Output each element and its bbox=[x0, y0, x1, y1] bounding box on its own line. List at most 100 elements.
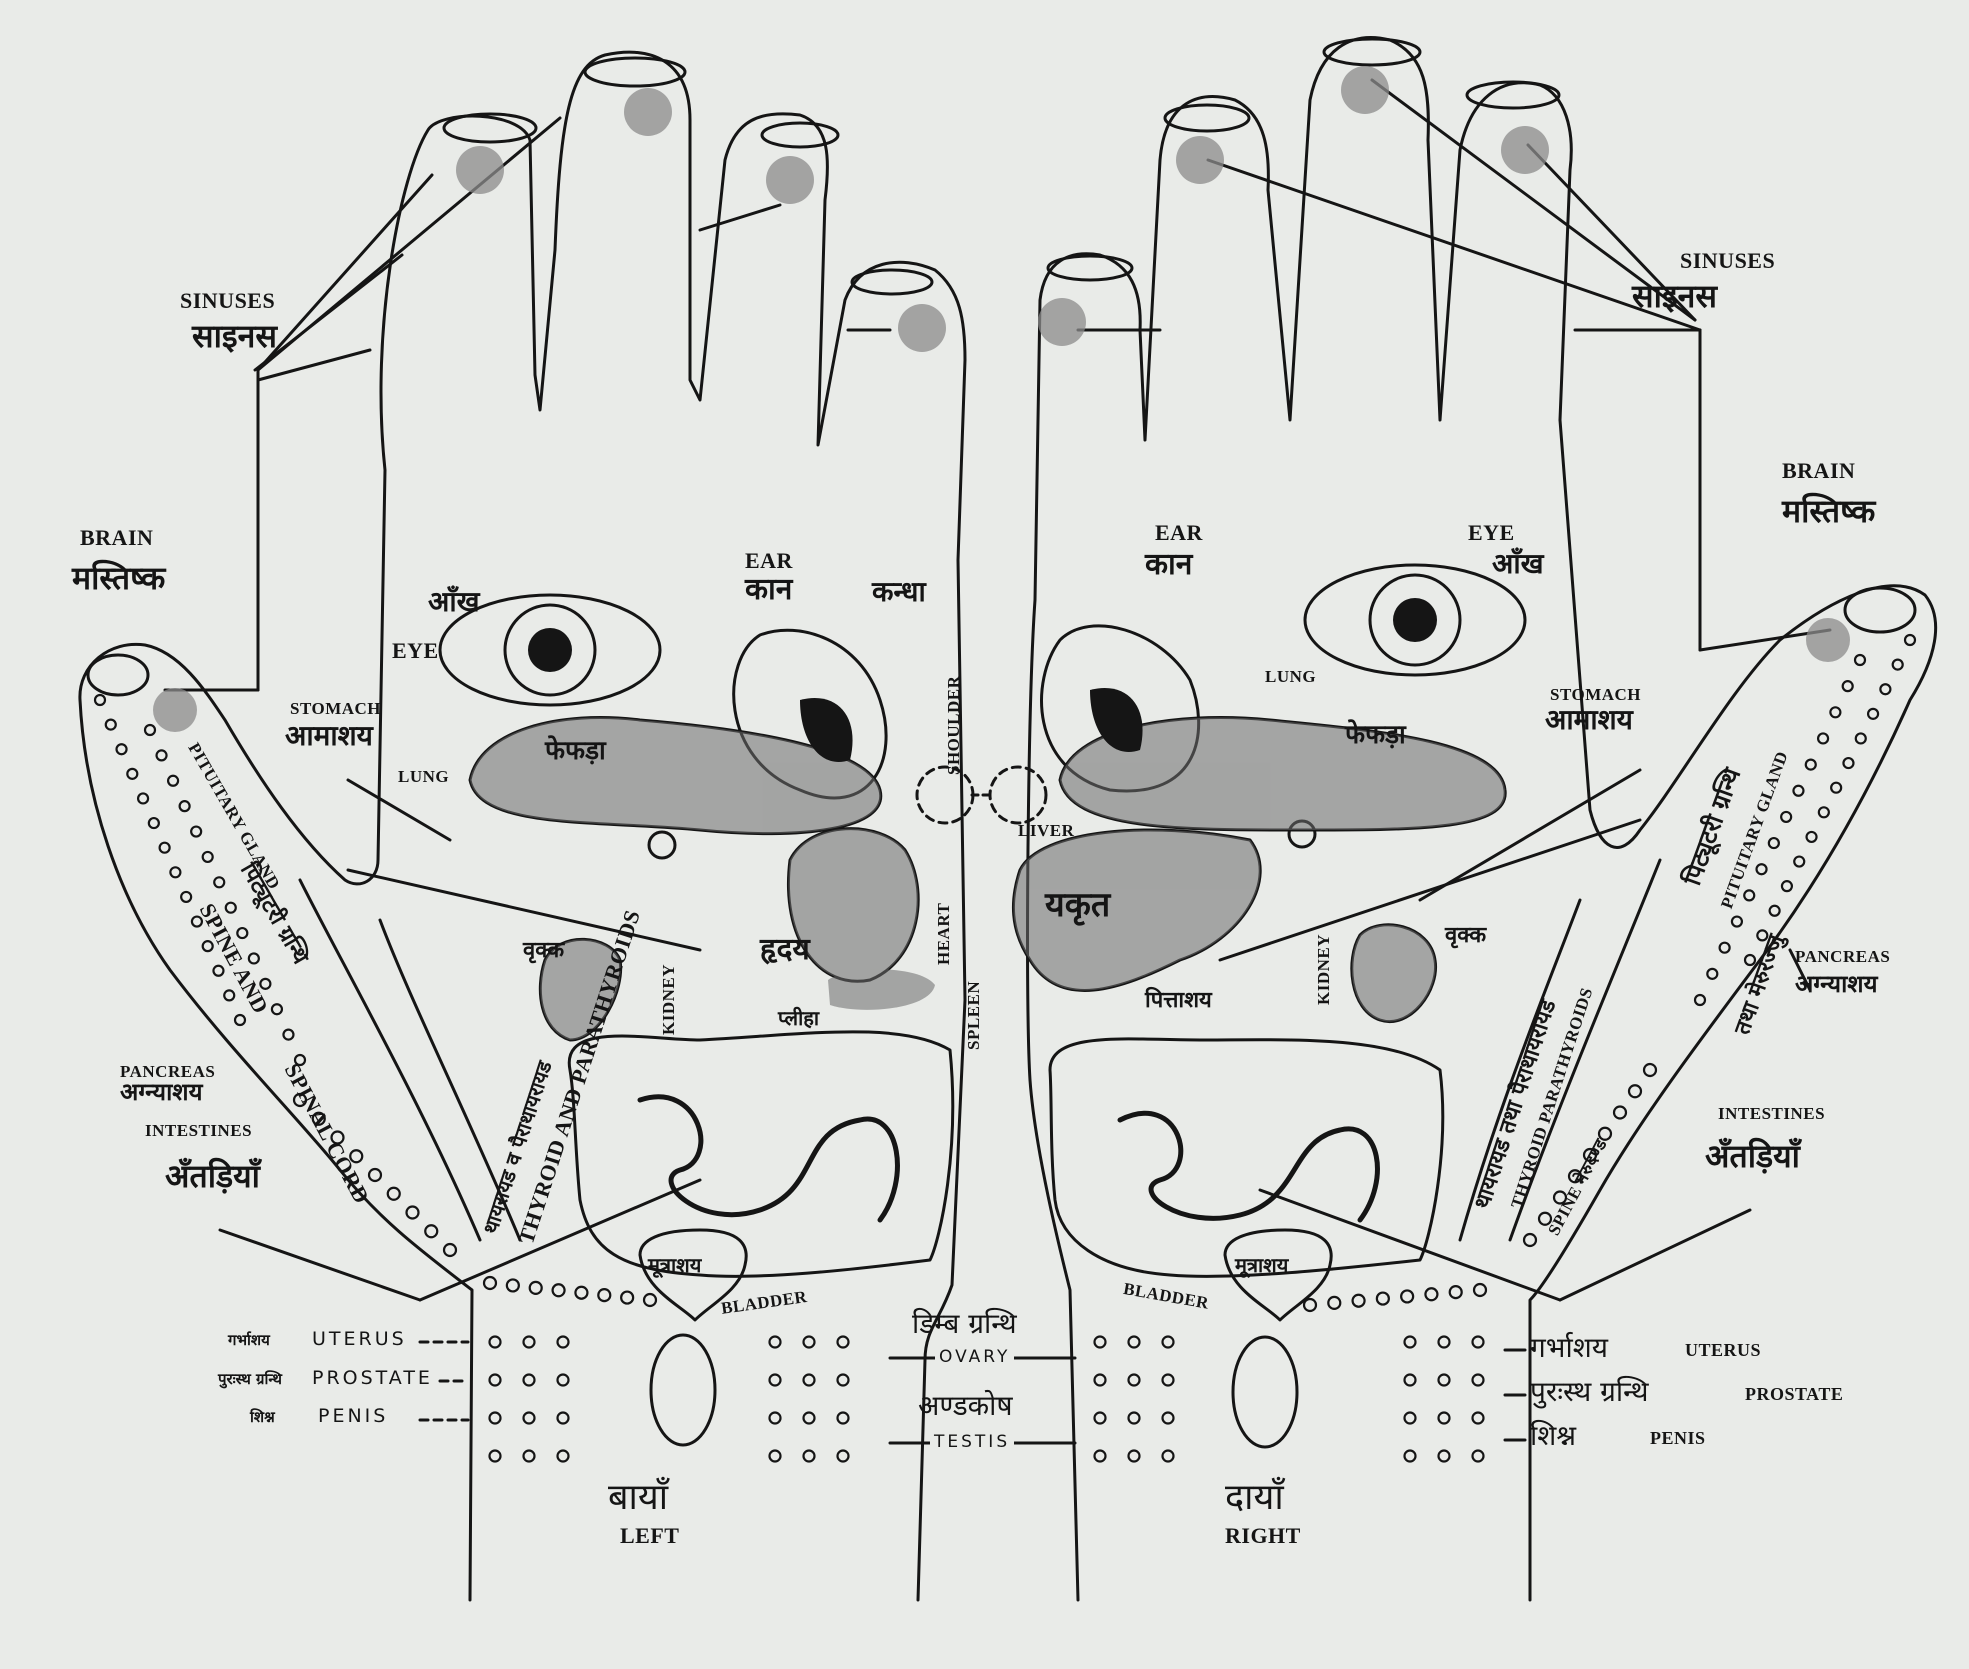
right-ear-label-en: EAR bbox=[1155, 522, 1203, 544]
left-ear-label-en: EAR bbox=[745, 550, 793, 572]
reflex-point bbox=[1405, 1375, 1416, 1386]
reflex-point bbox=[507, 1279, 519, 1291]
left-ear-label-hi: कान bbox=[745, 575, 792, 605]
reflex-point bbox=[1129, 1337, 1140, 1348]
reflex-point bbox=[1425, 1288, 1437, 1300]
reflex-point bbox=[170, 867, 180, 877]
reflex-point bbox=[214, 877, 224, 887]
right-eye-label-hi: आँख bbox=[1492, 550, 1544, 578]
right-liver-label-en: LIVER bbox=[1018, 822, 1074, 839]
right-brain-label-hi: मस्तिष्क bbox=[1782, 495, 1875, 527]
legend-right-uterus-en: UTERUS bbox=[1685, 1341, 1761, 1359]
reflex-point bbox=[1819, 807, 1829, 817]
reflex-point bbox=[1129, 1451, 1140, 1462]
reflex-point bbox=[1880, 684, 1890, 694]
reflex-point bbox=[1405, 1413, 1416, 1424]
reflex-point bbox=[117, 744, 127, 754]
reflex-point bbox=[558, 1451, 569, 1462]
reflex-point bbox=[145, 725, 155, 735]
reflex-point bbox=[838, 1413, 849, 1424]
legend-prostate-hi: पुरःस्थ ग्रन्थि bbox=[218, 1372, 282, 1387]
reflex-point bbox=[224, 990, 234, 1000]
reflex-point bbox=[1831, 783, 1841, 793]
left-pancreas-label-hi: अग्न्याशय bbox=[120, 1080, 203, 1104]
left-stomach-label-en: STOMACH bbox=[290, 700, 381, 717]
reflex-point bbox=[490, 1451, 501, 1462]
reflex-point bbox=[1405, 1451, 1416, 1462]
reflex-point bbox=[1806, 760, 1816, 770]
reflex-point bbox=[1757, 864, 1767, 874]
legend-ovary-en: OVARY bbox=[935, 1349, 1014, 1366]
reflex-point bbox=[1439, 1451, 1450, 1462]
reflex-point bbox=[524, 1413, 535, 1424]
reflex-point bbox=[1129, 1413, 1140, 1424]
reflex-point bbox=[407, 1207, 419, 1219]
left-heart-label-hi: हृदय bbox=[760, 935, 810, 965]
reflex-point bbox=[1744, 890, 1754, 900]
left-bladder-label-hi: मूत्राशय bbox=[648, 1255, 701, 1275]
right-side-label-hi: दायाँ bbox=[1225, 1480, 1284, 1516]
reflex-point bbox=[838, 1337, 849, 1348]
reflex-point bbox=[1868, 709, 1878, 719]
reflex-point bbox=[1401, 1290, 1413, 1302]
reflex-point bbox=[1328, 1297, 1340, 1309]
reflex-point bbox=[1856, 733, 1866, 743]
reflex-point bbox=[1781, 812, 1791, 822]
reflex-point bbox=[1893, 660, 1903, 670]
left-intestines-label-hi: अँतड़ियाँ bbox=[165, 1160, 260, 1192]
reflex-point bbox=[95, 695, 105, 705]
reflex-point bbox=[1450, 1286, 1462, 1298]
reflex-point bbox=[425, 1225, 437, 1237]
left-kidney-label-hi: वृक्क bbox=[523, 940, 564, 962]
left-eye-label-hi: आँख bbox=[428, 588, 480, 616]
reflex-point bbox=[1129, 1375, 1140, 1386]
left-sinuses-label-hi: साइनस bbox=[192, 320, 277, 352]
left-kidney-label-en: KIDNEY bbox=[660, 964, 677, 1035]
legend-testis-en: TESTIS bbox=[930, 1434, 1014, 1451]
reflex-point bbox=[191, 827, 201, 837]
right-side-label-en: RIGHT bbox=[1225, 1525, 1301, 1547]
reflex-point bbox=[804, 1337, 815, 1348]
left-shoulder-label-en: SHOULDER bbox=[945, 676, 962, 775]
right-lung-label-hi: फेफड़ा bbox=[1345, 722, 1406, 748]
reflex-point bbox=[1095, 1413, 1106, 1424]
reflex-point bbox=[213, 966, 223, 976]
reflex-point bbox=[138, 793, 148, 803]
reflex-point bbox=[770, 1413, 781, 1424]
reflex-point bbox=[838, 1451, 849, 1462]
left-brain-label-hi: मस्तिष्क bbox=[72, 562, 165, 594]
reflex-point bbox=[283, 1030, 293, 1040]
legend-uterus-en: UTERUS bbox=[312, 1330, 407, 1349]
legend-testis-hi: अण्डकोष bbox=[918, 1392, 1013, 1420]
reflex-point bbox=[490, 1413, 501, 1424]
reflex-point bbox=[558, 1375, 569, 1386]
left-side-label-hi: बायाँ bbox=[608, 1480, 668, 1516]
left-side-label-en: LEFT bbox=[620, 1525, 679, 1547]
reflex-point bbox=[1614, 1107, 1626, 1119]
legend-penis-en: PENIS bbox=[318, 1407, 388, 1426]
reflex-point bbox=[804, 1451, 815, 1462]
reflex-point bbox=[1304, 1299, 1316, 1311]
reflex-point bbox=[181, 892, 191, 902]
left-eye-label-en: EYE bbox=[392, 640, 439, 662]
reflex-point bbox=[168, 776, 178, 786]
right-stomach-label-hi: आमाशय bbox=[1545, 706, 1633, 734]
reflex-point bbox=[575, 1287, 587, 1299]
legend-right-uterus-hi: गर्भाशय bbox=[1530, 1334, 1608, 1362]
reflex-point bbox=[235, 1015, 245, 1025]
reflex-point bbox=[490, 1337, 501, 1348]
left-heart-label-en: HEART bbox=[935, 903, 952, 965]
left-shoulder-label-hi: कन्धा bbox=[872, 578, 926, 606]
reflex-point bbox=[1644, 1064, 1656, 1076]
reflex-point bbox=[149, 818, 159, 828]
left-stomach-label-hi: आमाशय bbox=[285, 722, 373, 750]
reflex-point bbox=[524, 1337, 535, 1348]
reflex-point bbox=[524, 1375, 535, 1386]
right-lung-label-en: LUNG bbox=[1265, 668, 1316, 685]
reflex-point bbox=[1793, 786, 1803, 796]
reflex-point bbox=[1855, 655, 1865, 665]
reflex-point bbox=[1707, 969, 1717, 979]
reflex-point bbox=[530, 1282, 542, 1294]
reflex-point bbox=[1439, 1375, 1450, 1386]
